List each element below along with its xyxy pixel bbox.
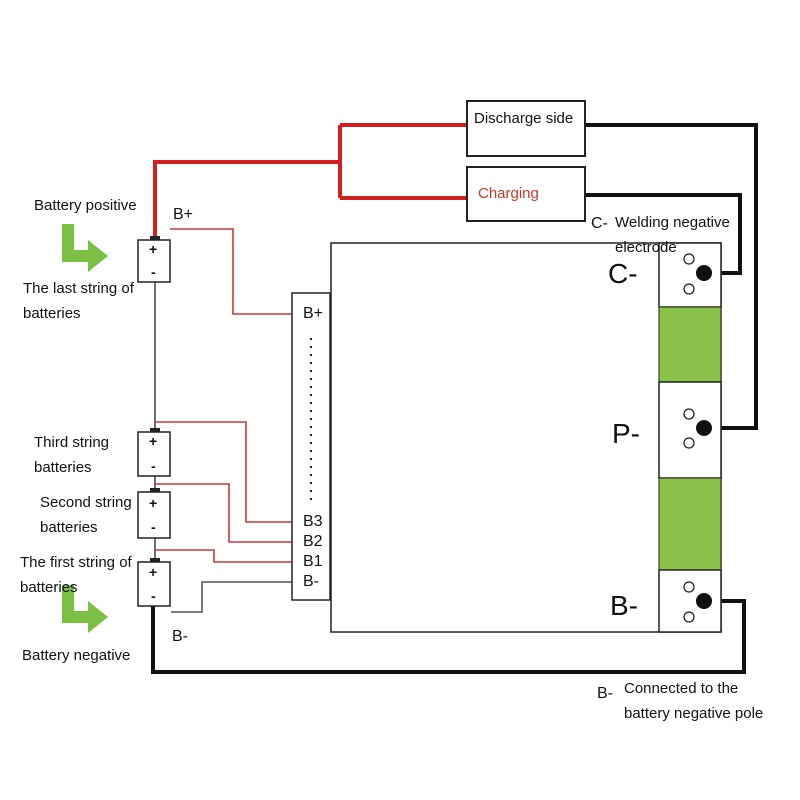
cell-terminal (150, 488, 160, 492)
b-minus-note-prefix: B- (597, 685, 613, 702)
balance-wire-b1 (155, 549, 292, 563)
green-arrow-icon (62, 224, 108, 272)
c-minus-note-prefix: C- (591, 215, 608, 232)
cell-minus-sign: - (151, 588, 156, 604)
discharge-side-label: Discharge side (474, 110, 574, 127)
second-string-label-2: batteries (40, 519, 98, 536)
third-string-label-1: Third string (34, 434, 110, 451)
battery-negative-label: Battery negative (22, 647, 131, 664)
balance-wire-bplus (170, 228, 292, 315)
battery-positive-label: Battery positive (34, 197, 137, 214)
bms-board (330, 242, 722, 633)
terminal-label-c-minus: C- (608, 258, 638, 289)
last-string-label-1: The last string of (23, 280, 134, 297)
balance-connector (291, 292, 331, 601)
b-plus-top-label: B+ (173, 206, 194, 223)
c-minus-note-1: Welding negative (615, 214, 730, 231)
first-string-label-2: batteries (20, 579, 78, 596)
hole (683, 283, 695, 295)
third-string-label-2: batteries (34, 459, 92, 476)
hole (683, 611, 695, 623)
green-pad-2 (658, 477, 722, 571)
connector-pin-b-plus: B+ (303, 305, 324, 322)
connector-pin-b-minus: B- (303, 573, 319, 590)
cell-minus-sign: - (151, 458, 156, 474)
cell-terminal (150, 236, 160, 240)
battery-cell-first (137, 561, 171, 607)
black-discharge-to-p-wire (585, 123, 758, 430)
cell-plus-sign: + (149, 241, 158, 257)
green-pad-1 (658, 306, 722, 383)
balance-wire-b3 (155, 421, 292, 523)
cell-terminal (150, 558, 160, 562)
black-charging-to-c-wire (585, 193, 742, 275)
cell-terminal (150, 428, 160, 432)
charging-box: Charging (466, 166, 586, 222)
battery-cell-last (137, 239, 171, 283)
b-minus-note-1: Connected to the (624, 680, 739, 697)
hole (683, 437, 695, 449)
cell-plus-sign: + (149, 433, 158, 449)
connector-pin-b2: B2 (303, 533, 323, 550)
balance-wire-b2 (155, 483, 292, 543)
solder-point (696, 265, 712, 281)
cell-minus-sign: - (151, 519, 156, 535)
charging-label: Charging (478, 185, 539, 202)
hole (683, 581, 695, 593)
terminal-label-p-minus: P- (612, 418, 640, 449)
c-minus-note-2: electrode (615, 239, 677, 256)
b-minus-bottom-label: B- (172, 628, 188, 645)
battery-cell-second (137, 491, 171, 539)
hole (683, 253, 695, 265)
cell-plus-sign: + (149, 564, 158, 580)
solder-point (696, 420, 712, 436)
discharge-side-box: Discharge side (466, 100, 586, 157)
second-string-label-1: Second string (40, 494, 132, 511)
b-minus-note-2: battery negative pole (624, 705, 764, 722)
red-main-wire (153, 160, 340, 238)
green-arrow-icon (62, 585, 108, 633)
cell-minus-sign: - (151, 264, 156, 280)
balance-wire-bminus (171, 581, 292, 613)
connector-pin-b1: B1 (303, 553, 323, 570)
solder-point (696, 593, 712, 609)
last-string-label-2: batteries (23, 305, 81, 322)
terminal-label-b-minus: B- (610, 590, 638, 621)
black-b-minus-wire (151, 599, 746, 674)
connector-pin-b3: B3 (303, 513, 323, 530)
hole (683, 408, 695, 420)
cell-plus-sign: + (149, 495, 158, 511)
first-string-label-1: The first string of (20, 554, 132, 571)
